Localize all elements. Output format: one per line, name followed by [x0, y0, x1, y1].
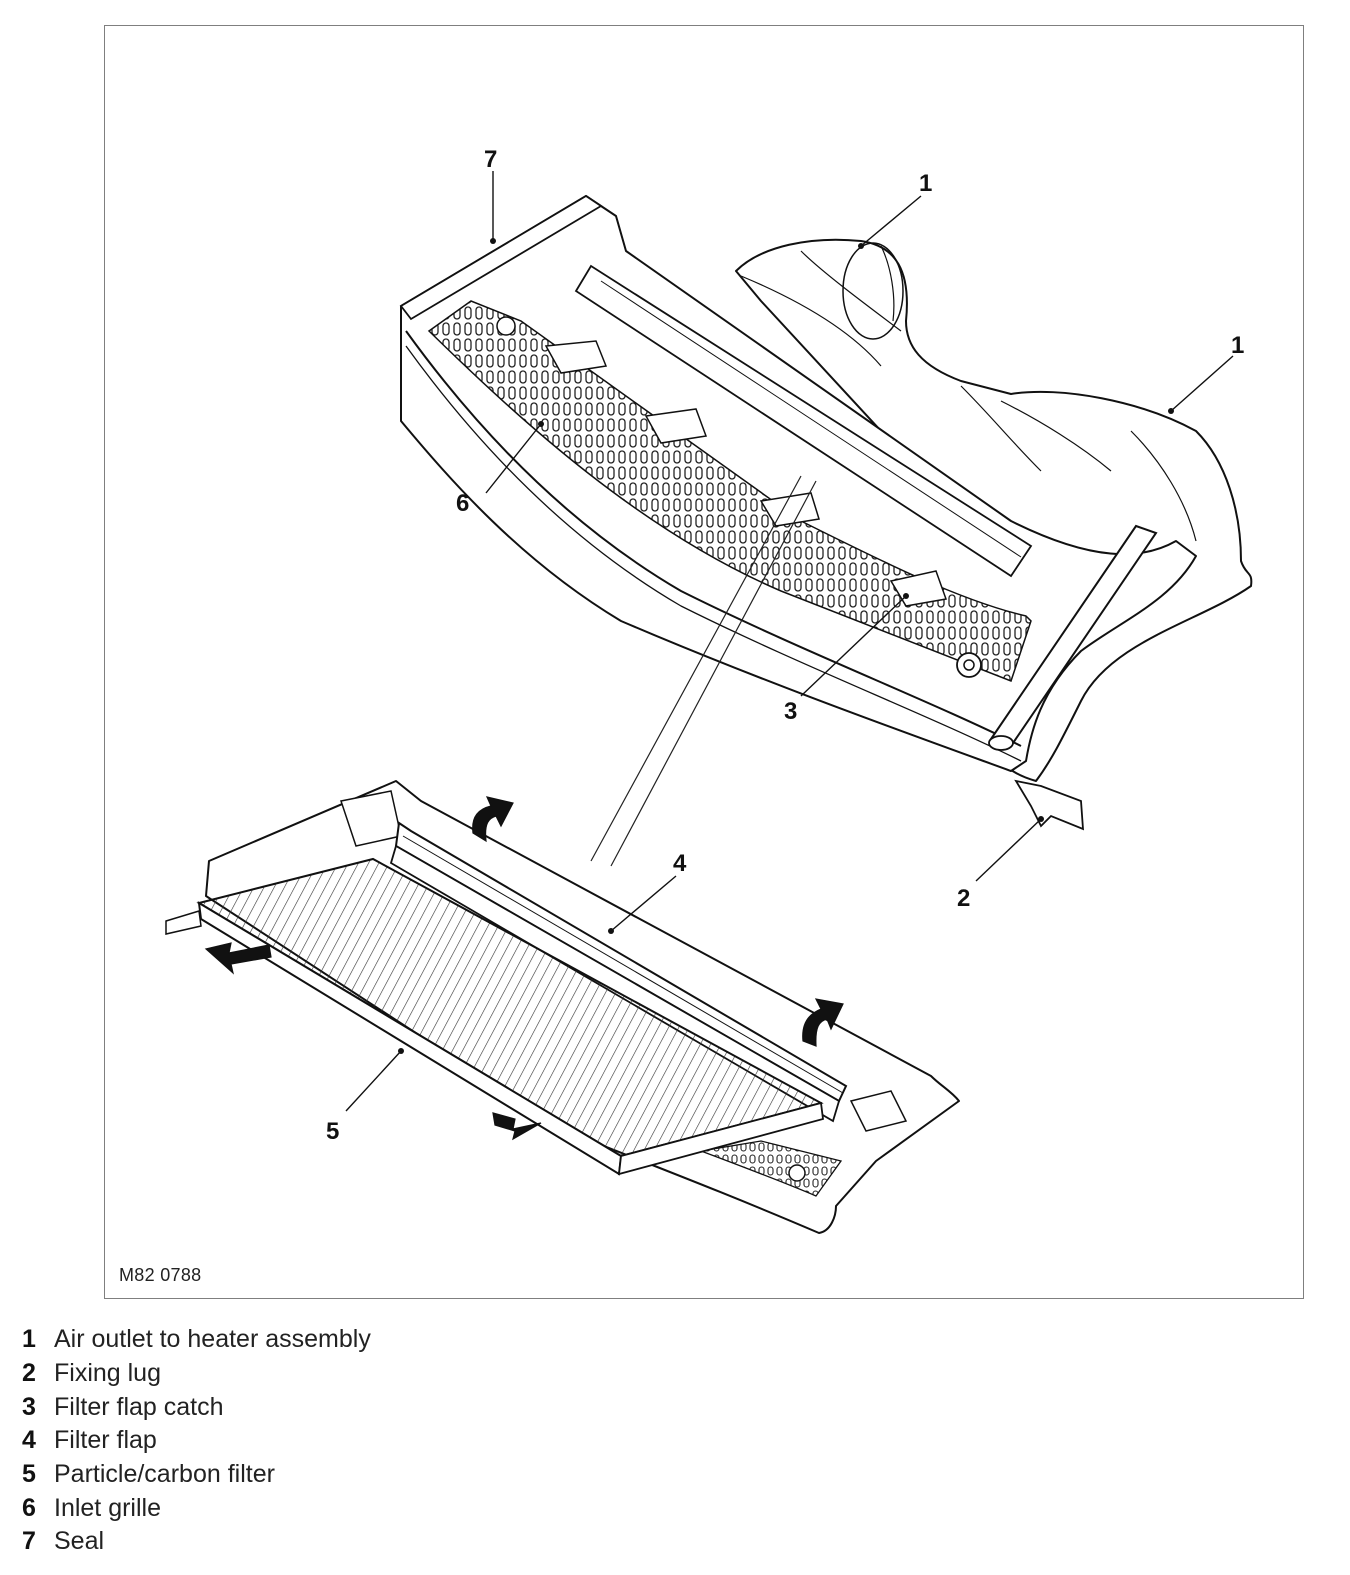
- legend-item: 7 Seal: [22, 1525, 722, 1559]
- legend-number: 4: [22, 1426, 36, 1455]
- legend-label: Air outlet to heater assembly: [54, 1325, 371, 1354]
- legend-item: 3 Filter flap catch: [22, 1390, 722, 1424]
- callout-1: 1: [919, 170, 932, 197]
- legend-label: Inlet grille: [54, 1493, 161, 1522]
- legend-label: Seal: [54, 1527, 105, 1556]
- leader-lines: [345, 171, 1234, 1112]
- callout-1: 1: [1231, 332, 1244, 359]
- legend-label: Fixing lug: [54, 1359, 161, 1388]
- parts-legend: 1 Air outlet to heater assembly 2 Fixing…: [22, 1323, 722, 1559]
- callout-6: 6: [456, 490, 469, 517]
- leader-dots: [398, 238, 1174, 1054]
- callout-5: 5: [326, 1118, 339, 1145]
- figure-frame: 7 1 1 6 3 4 2 5 M82 0788: [104, 25, 1304, 1299]
- callout-2: 2: [957, 885, 970, 912]
- legend-item: 1 Air outlet to heater assembly: [22, 1323, 722, 1357]
- legend-number: 2: [22, 1359, 36, 1388]
- legend-label: Particle/carbon filter: [54, 1460, 275, 1489]
- legend-label: Filter flap catch: [54, 1392, 224, 1421]
- legend-number: 6: [22, 1493, 36, 1522]
- motion-arrows: [204, 796, 844, 1141]
- particle-carbon-filter: [165, 857, 824, 1176]
- legend-item: 5 Particle/carbon filter: [22, 1458, 722, 1492]
- callout-3: 3: [784, 698, 797, 725]
- inlet-grille-panel: [399, 194, 1197, 831]
- arrow-up-icon: [802, 998, 844, 1047]
- exploded-diagram: 7 1 1 6 3 4 2 5: [165, 146, 1253, 1234]
- figure-code: M82 0788: [119, 1265, 202, 1285]
- callout-4: 4: [673, 850, 687, 877]
- legend-number: 7: [22, 1527, 36, 1556]
- legend-number: 5: [22, 1460, 36, 1489]
- legend-label: Filter flap: [54, 1426, 157, 1455]
- arrow-right-icon: [492, 1112, 542, 1141]
- legend-number: 3: [22, 1392, 36, 1421]
- legend-number: 1: [22, 1325, 36, 1354]
- arrow-up-icon: [472, 796, 514, 843]
- arrow-left-icon: [204, 942, 272, 975]
- alignment-lines: [590, 475, 817, 867]
- legend-item: 2 Fixing lug: [22, 1357, 722, 1391]
- legend-item: 4 Filter flap: [22, 1424, 722, 1458]
- callout-7: 7: [484, 146, 497, 173]
- legend-item: 6 Inlet grille: [22, 1491, 722, 1525]
